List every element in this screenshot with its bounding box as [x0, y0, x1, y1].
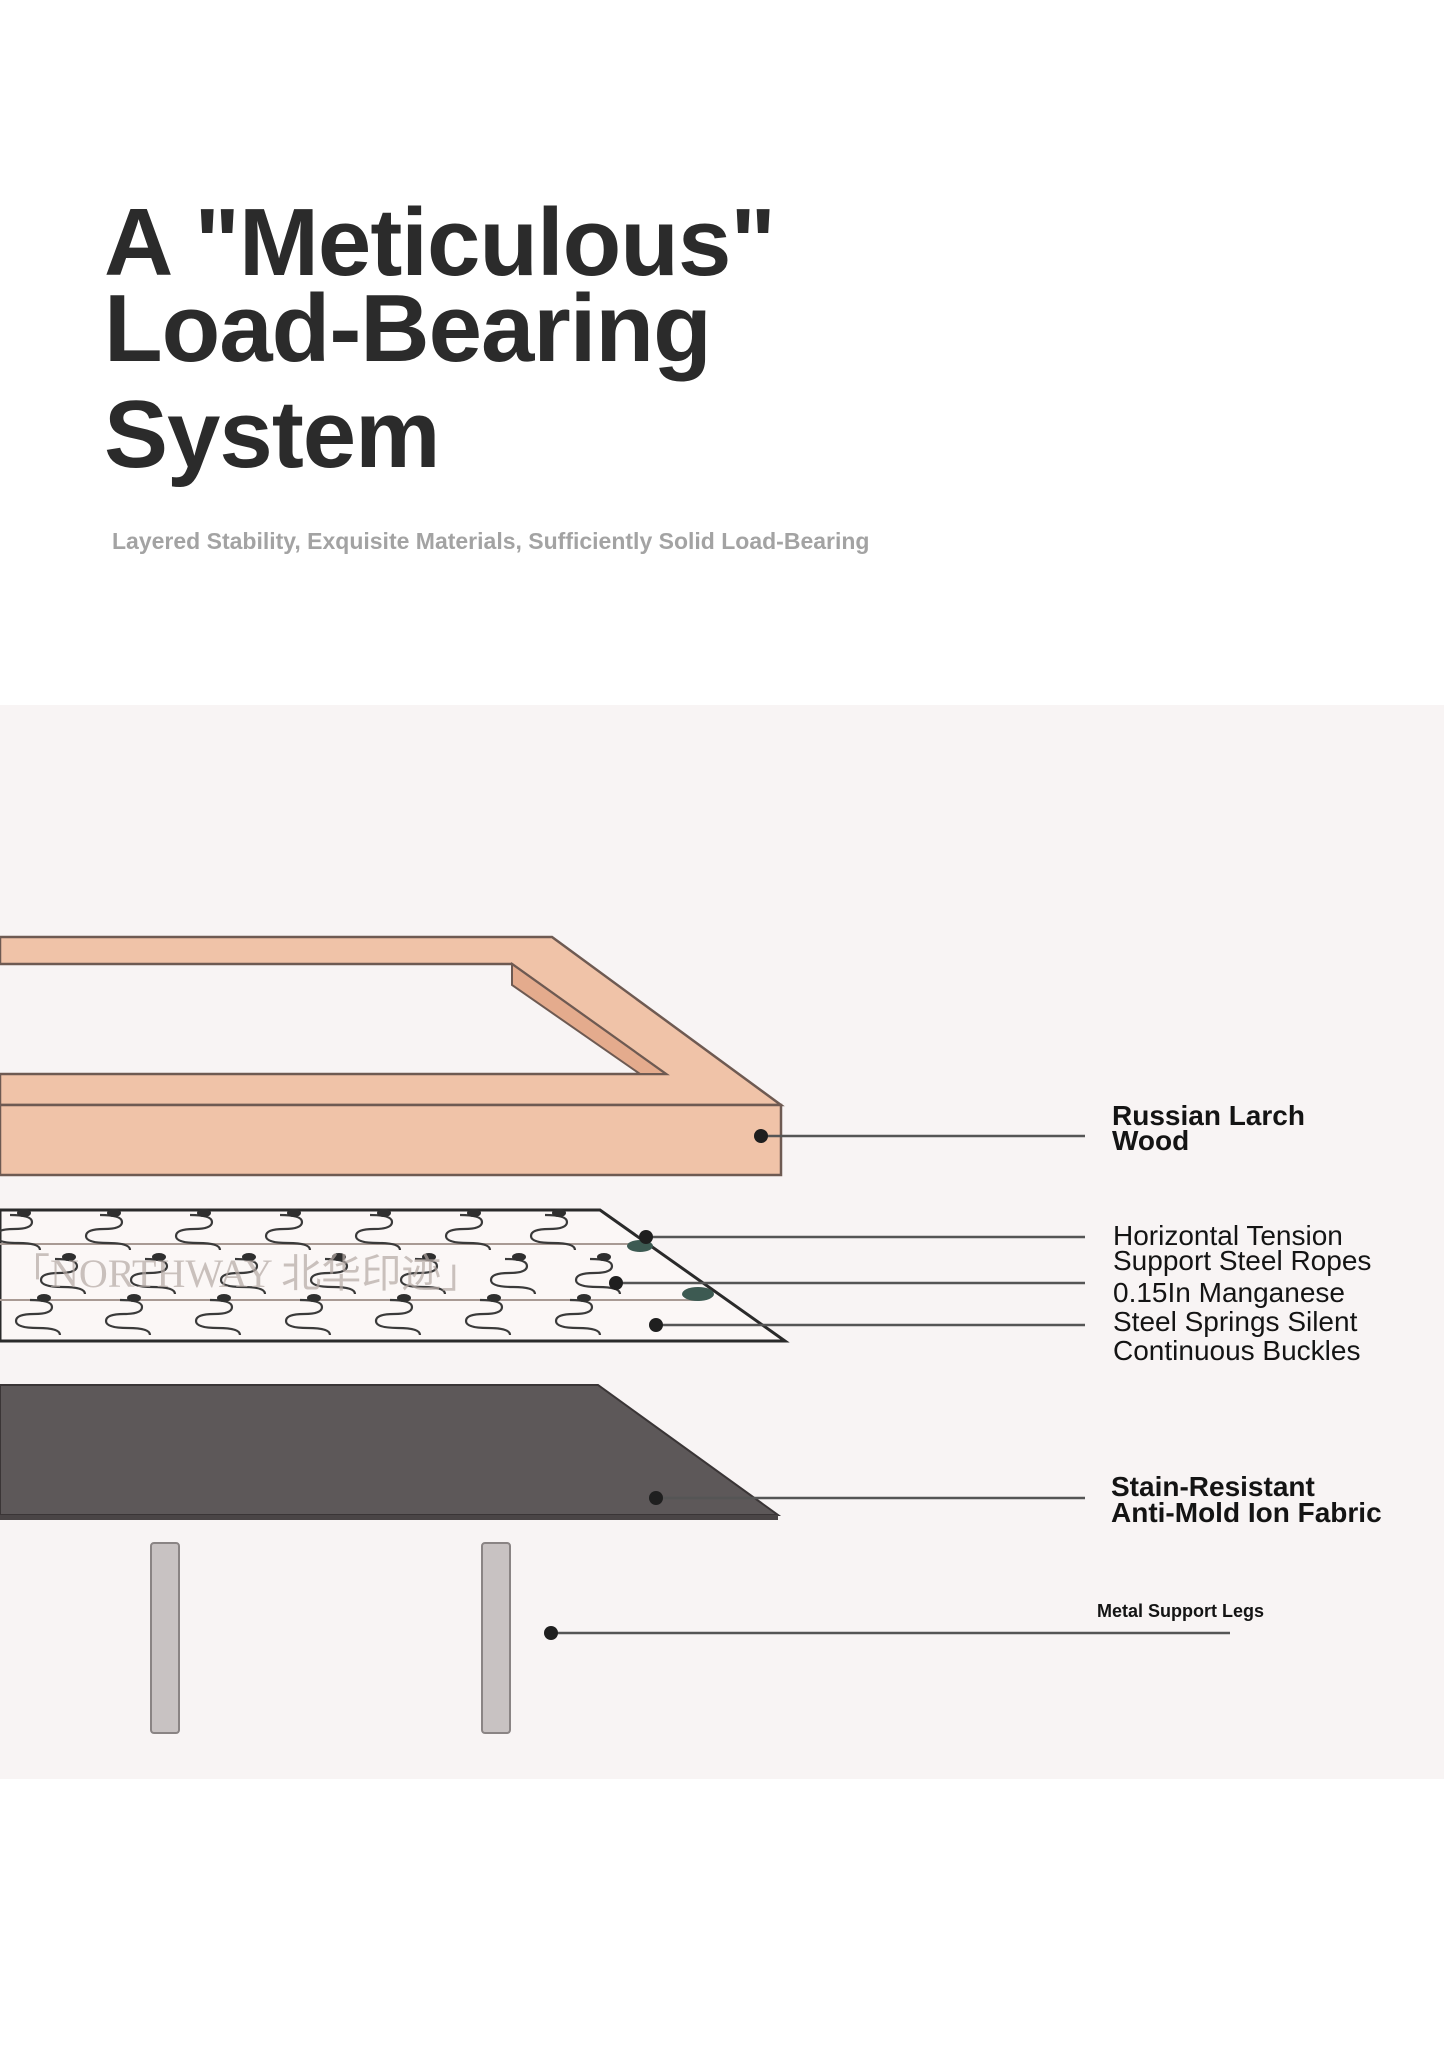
load-bearing-diagram: 「NORTHWAY 北华印迹」 — [0, 705, 1444, 1779]
spring-coil — [554, 1298, 602, 1336]
spring-coil — [39, 1257, 87, 1295]
spring-buckle-marker — [682, 1287, 714, 1301]
callout-text-line: Horizontal Tension — [1113, 1220, 1343, 1251]
support-leg-left — [150, 1542, 180, 1734]
metal-support-legs — [150, 1542, 511, 1734]
callout-dot-ropes — [639, 1230, 653, 1244]
spring-coil — [264, 1213, 312, 1251]
spring-coil — [399, 1257, 447, 1295]
page-title-line-3: System — [104, 381, 441, 488]
callout-dot-frame — [754, 1129, 768, 1143]
spring-buckle — [422, 1253, 436, 1261]
spring-buckle — [467, 1209, 481, 1217]
spring-buckle — [217, 1294, 231, 1302]
spring-coil — [529, 1213, 577, 1251]
frame-top-face — [0, 935, 785, 1107]
spring-buckle — [597, 1253, 611, 1261]
spring-buckle — [197, 1209, 211, 1217]
spring-buckle — [552, 1209, 566, 1217]
frame-front-face — [0, 1103, 783, 1177]
spring-coil — [194, 1298, 242, 1336]
spring-buckle — [127, 1294, 141, 1302]
spring-buckle — [307, 1294, 321, 1302]
callout-label-metal-support-legs: Metal Support Legs — [1097, 1601, 1265, 1621]
spring-coil — [444, 1213, 492, 1251]
spring-buckle — [107, 1209, 121, 1217]
spring-buckle — [152, 1253, 166, 1261]
spring-coil — [374, 1298, 422, 1336]
spring-coil — [174, 1213, 222, 1251]
callout-text-line: Anti-Mold Ion Fabric — [1111, 1497, 1382, 1528]
spring-coil — [84, 1213, 132, 1251]
spring-coil — [129, 1257, 177, 1295]
callout-label-springs-ropes: Horizontal Tension Support Steel Ropes 0… — [1113, 1220, 1372, 1366]
exploded-view-illustration: 「NORTHWAY 北华印迹」 — [0, 935, 1230, 1734]
spring-coil — [104, 1298, 152, 1336]
spring-coil — [14, 1298, 62, 1336]
spring-buckle — [287, 1209, 301, 1217]
spring-buckle — [397, 1294, 411, 1302]
spring-coil — [309, 1257, 357, 1295]
spring-layer: 「NORTHWAY 北华印迹」 — [0, 1208, 790, 1343]
manganese-steel-springs — [0, 1209, 622, 1336]
spring-buckle — [487, 1294, 501, 1302]
page-subtitle: Layered Stability, Exquisite Materials, … — [112, 528, 870, 554]
spring-coil — [0, 1213, 42, 1251]
callout-text-line: Wood — [1112, 1125, 1190, 1156]
spring-buckle — [37, 1294, 51, 1302]
fabric-board-edge — [0, 1515, 778, 1520]
callout-dot-springs — [609, 1276, 623, 1290]
spring-coil — [489, 1257, 537, 1295]
callout-dot-buckles — [649, 1318, 663, 1332]
spring-coil — [219, 1257, 267, 1295]
callout-text-line: 0.15In Manganese — [1113, 1277, 1345, 1308]
page-header: A "Meticulous" Load-Bearing System — [104, 189, 964, 488]
callout-lines — [551, 1134, 1230, 1635]
larch-wood-frame — [0, 935, 785, 1177]
callout-label-ion-fabric: Stain-Resistant Anti-Mold Ion Fabric — [1111, 1471, 1382, 1528]
callout-text-line: Continuous Buckles — [1113, 1335, 1361, 1366]
spring-coil — [354, 1213, 402, 1251]
spring-buckle — [332, 1253, 346, 1261]
watermark-text: 「NORTHWAY 北华印迹」 — [10, 1251, 481, 1296]
spring-buckle — [62, 1253, 76, 1261]
spring-coil — [464, 1298, 512, 1336]
callout-text-line: Support Steel Ropes — [1113, 1245, 1372, 1276]
page-title-line-1: A "Meticulous" — [104, 189, 776, 296]
spring-coil — [574, 1257, 622, 1295]
spring-buckle — [242, 1253, 256, 1261]
spring-buckle — [377, 1209, 391, 1217]
callout-dot-fabric — [649, 1491, 663, 1505]
callout-label-russian-larch-wood: Russian Larch Wood — [1112, 1100, 1305, 1156]
spring-buckle — [17, 1209, 31, 1217]
ion-fabric-board — [0, 1384, 782, 1520]
callout-text-line: Russian Larch — [1112, 1100, 1305, 1131]
spring-buckle — [512, 1253, 526, 1261]
support-leg-right — [481, 1542, 511, 1734]
spring-coil — [284, 1298, 332, 1336]
callout-dots — [544, 1129, 768, 1640]
spring-buckle — [577, 1294, 591, 1302]
callout-text-line: Stain-Resistant — [1111, 1471, 1315, 1502]
callout-text-line: Steel Springs Silent — [1113, 1306, 1358, 1337]
callout-dot-legs — [544, 1626, 558, 1640]
page-title-line-2: Load-Bearing — [104, 275, 712, 382]
